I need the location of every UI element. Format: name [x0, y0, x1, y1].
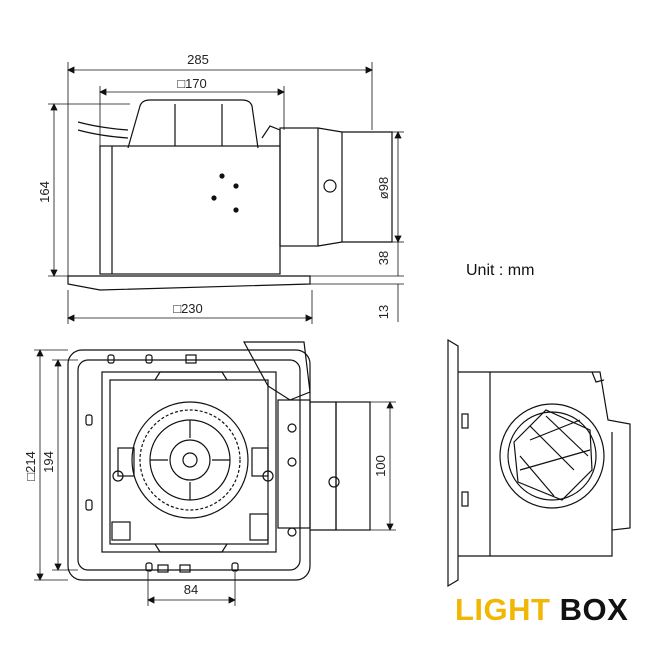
brand-logo: LIGHT BOX — [455, 592, 628, 628]
dim-body-width: □230 — [173, 301, 203, 316]
unit-label: Unit : mm — [466, 262, 535, 279]
dim-frame-inner: 194 — [41, 451, 56, 473]
dim-height: 164 — [37, 181, 52, 203]
logo-box-text: BOX — [559, 592, 629, 627]
dim-flange-thickness: 13 — [376, 305, 391, 319]
logo-space — [551, 592, 560, 627]
dim-overall-width: 285 — [187, 52, 209, 67]
dim-duct-diameter: ø98 — [376, 177, 391, 199]
dim-motor-housing: □170 — [177, 76, 207, 91]
side-view-dimension-lines — [48, 62, 404, 324]
logo-light-text: LIGHT — [455, 592, 551, 627]
dim-slot-spacing: 84 — [184, 582, 198, 597]
side-elevation-view — [67, 99, 393, 291]
plan-view — [67, 341, 371, 581]
end-view — [447, 338, 631, 588]
dim-duct-length: 100 — [373, 455, 388, 477]
dim-duct-offset: 38 — [376, 251, 391, 265]
plan-view-dimension-lines — [34, 349, 396, 606]
dim-frame-outer: □214 — [23, 451, 38, 481]
